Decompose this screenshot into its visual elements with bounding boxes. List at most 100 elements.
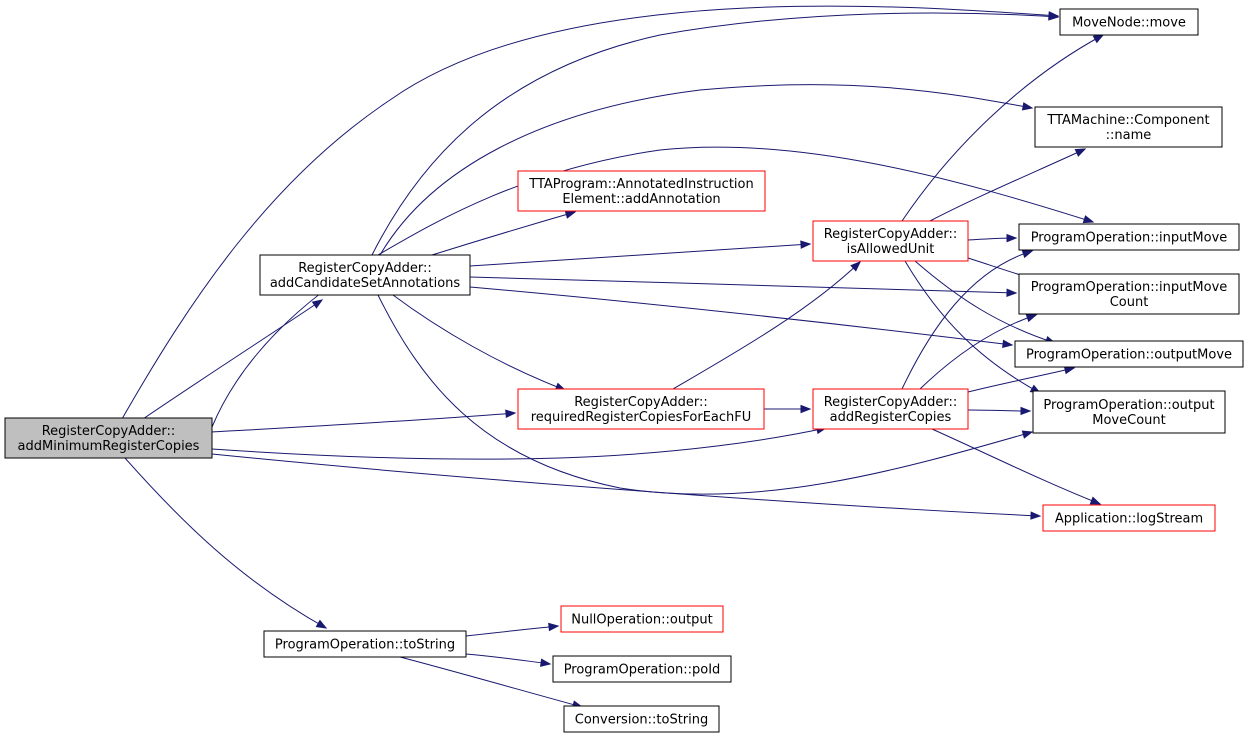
edge-toString-to-poId <box>465 653 552 667</box>
arrowhead-icon <box>1030 511 1042 520</box>
edge-line <box>469 286 1013 346</box>
node-label: Count <box>1110 295 1149 310</box>
node-root[interactable]: RegisterCopyAdder::addMinimumRegisterCop… <box>4 417 213 459</box>
node-outputMove[interactable]: ProgramOperation::outputMove <box>1014 340 1244 368</box>
edge-line <box>379 84 1033 256</box>
node-toString[interactable]: ProgramOperation::toString <box>263 630 467 658</box>
edge-line <box>672 261 861 390</box>
node-box <box>812 388 969 430</box>
node-box <box>1014 340 1244 368</box>
arrowhead-icon <box>1020 406 1032 416</box>
edge-line <box>919 314 1037 390</box>
node-box <box>1042 504 1216 532</box>
edge-isAllowed-to-moveNode <box>901 34 1105 222</box>
node-addRegCopies[interactable]: RegisterCopyAdder::addRegisterCopies <box>812 388 969 430</box>
arrowhead-icon <box>1063 366 1076 375</box>
node-box <box>1018 223 1240 251</box>
node-label: ProgramOperation::inputMove <box>1031 280 1228 295</box>
node-label: ::name <box>1106 128 1152 143</box>
node-label: RegisterCopyAdder:: <box>574 395 708 410</box>
node-label: isAllowedUnit <box>847 242 935 257</box>
node-reqCopies[interactable]: RegisterCopyAdder::requiredRegisterCopie… <box>517 388 765 430</box>
node-label: addRegisterCopies <box>830 410 952 425</box>
edge-addCand-to-reqCopies <box>392 294 567 391</box>
arrowhead-icon <box>800 404 812 414</box>
edge-line <box>914 260 1056 344</box>
node-box <box>517 388 765 430</box>
edge-addCand-to-addAnnot <box>431 210 577 256</box>
node-label: TTAMachine::Component <box>1046 113 1209 128</box>
node-logStream[interactable]: Application::logStream <box>1042 504 1216 532</box>
edge-reqCopies-to-addRegCopies <box>764 404 812 414</box>
arrowhead-icon <box>1021 430 1034 439</box>
edge-line <box>211 453 1041 517</box>
edge-line <box>901 34 1104 222</box>
edge-addCand-to-moveNode <box>371 12 1060 256</box>
edge-root-to-addRegCopies <box>211 425 828 460</box>
node-label: requiredRegisterCopiesForEachFU <box>531 410 752 425</box>
node-box <box>552 655 732 683</box>
edge-addRegCopies-to-outputMove <box>967 366 1076 393</box>
edge-root-to-moveNode <box>121 5 1060 420</box>
edge-line <box>901 250 1033 390</box>
edge-line <box>904 260 1041 394</box>
edge-root-to-reqCopies <box>211 409 517 433</box>
edge-line <box>929 148 1086 222</box>
edge-line <box>392 294 566 391</box>
node-label: RegisterCopyAdder:: <box>42 424 176 439</box>
arrowhead-icon <box>1021 102 1034 111</box>
edge-reqCopies-to-isAllowed <box>672 261 862 390</box>
node-label: RegisterCopyAdder:: <box>298 261 432 276</box>
arrowhead-icon <box>850 261 862 272</box>
edge-root-to-addCand <box>139 299 324 422</box>
node-label: ProgramOperation::toString <box>275 638 455 653</box>
node-label: Conversion::toString <box>575 713 709 728</box>
edge-addCand-to-outputMove <box>469 286 1014 349</box>
edge-line <box>469 243 811 267</box>
node-moveNode[interactable]: MoveNode::move <box>1059 8 1199 36</box>
node-addAnnot[interactable]: TTAProgram::AnnotatedInstructionElement:… <box>517 170 766 212</box>
edge-addCand-to-isAllowed <box>469 240 812 267</box>
arrowhead-icon <box>311 299 324 309</box>
node-convToString[interactable]: Conversion::toString <box>563 705 720 733</box>
node-box <box>1032 390 1226 434</box>
node-label: ProgramOperation::output <box>1043 398 1214 413</box>
node-box <box>1034 106 1223 148</box>
node-compName[interactable]: TTAMachine::Component::name <box>1034 106 1223 148</box>
node-box <box>517 170 766 212</box>
node-label: MoveCount <box>1092 413 1165 428</box>
edge-line <box>399 656 583 708</box>
edge-addCand-to-compName <box>379 84 1034 256</box>
node-label: MoveNode::move <box>1072 16 1186 31</box>
node-label: Element::addAnnotation <box>562 192 720 207</box>
node-box <box>1018 273 1240 315</box>
node-label: ProgramOperation::inputMove <box>1031 231 1228 246</box>
node-isAllowed[interactable]: RegisterCopyAdder::isAllowedUnit <box>812 220 969 262</box>
edge-line <box>211 427 827 460</box>
arrowhead-icon <box>315 619 328 629</box>
node-inputMove[interactable]: ProgramOperation::inputMove <box>1018 223 1240 251</box>
edge-line <box>377 294 1033 495</box>
arrowhead-icon <box>1089 496 1102 505</box>
node-poId[interactable]: ProgramOperation::poId <box>552 655 732 683</box>
node-nullOutput[interactable]: NullOperation::output <box>560 605 724 633</box>
arrowhead-icon <box>540 658 552 667</box>
node-label: addMinimumRegisterCopies <box>18 439 200 454</box>
edge-line <box>465 625 559 637</box>
node-box <box>263 630 467 658</box>
edge-line <box>124 457 327 629</box>
node-addCand[interactable]: RegisterCopyAdder::addCandidateSetAnnota… <box>259 254 471 296</box>
edge-addRegCopies-to-inputMove <box>901 250 1034 390</box>
node-label: RegisterCopyAdder:: <box>824 395 958 410</box>
arrowhead-icon <box>1048 12 1060 21</box>
edge-line <box>967 367 1075 393</box>
edge-line <box>931 428 1101 505</box>
node-box <box>560 605 724 633</box>
edge-line <box>211 412 516 433</box>
arrowhead-icon <box>548 622 560 632</box>
edge-toString-to-nullOutput <box>465 622 560 637</box>
arrowhead-icon <box>800 240 812 249</box>
